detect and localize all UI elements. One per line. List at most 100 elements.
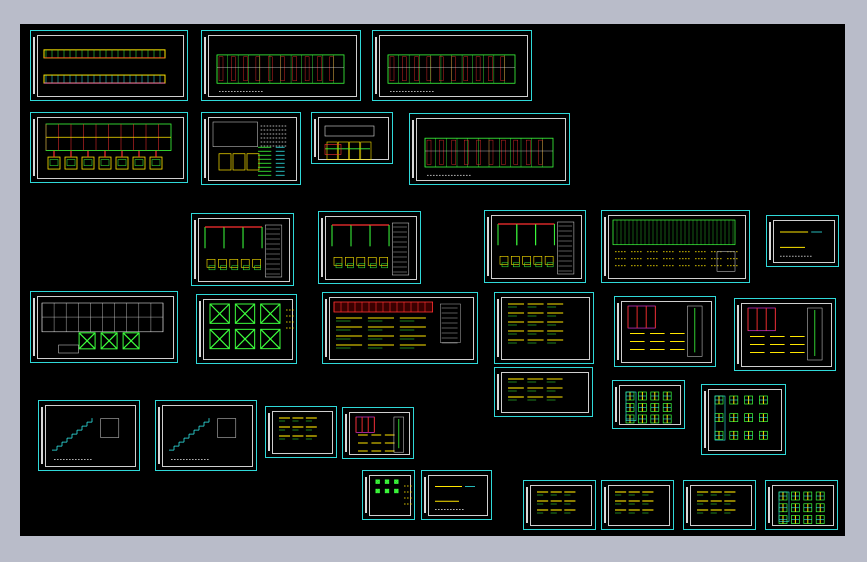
title-block-strip bbox=[204, 37, 206, 94]
title-block-strip bbox=[345, 414, 347, 452]
sheet-frame-border bbox=[37, 117, 184, 179]
title-block-strip bbox=[424, 477, 426, 513]
title-block-strip bbox=[526, 487, 528, 523]
sheet-frame-border bbox=[198, 218, 290, 282]
title-block-strip bbox=[375, 37, 377, 94]
sheet-roof-purlin[interactable] bbox=[601, 210, 750, 283]
sheet-frame-border bbox=[501, 372, 589, 413]
sheet-detail-small[interactable] bbox=[421, 470, 492, 520]
sheet-xbrace-small[interactable] bbox=[362, 470, 415, 520]
title-block-strip bbox=[158, 407, 160, 464]
title-block-strip bbox=[737, 305, 739, 364]
sheet-frame-border bbox=[708, 389, 782, 451]
drawing-sheet-icon bbox=[435, 486, 475, 510]
title-block-strip bbox=[325, 299, 327, 357]
sheet-frame-1[interactable] bbox=[191, 213, 294, 286]
sheet-frame-border bbox=[501, 297, 590, 360]
sheet-section-bottom-4[interactable] bbox=[765, 480, 838, 530]
sheet-elevations[interactable] bbox=[30, 30, 188, 101]
drawing-sheet-icon bbox=[497, 221, 575, 275]
title-block-strip bbox=[768, 487, 770, 523]
sheet-frame-border bbox=[608, 215, 746, 279]
sheet-plan-2[interactable] bbox=[372, 30, 532, 101]
sheet-frame-border bbox=[208, 35, 357, 97]
title-block-strip bbox=[487, 217, 489, 276]
sheet-frame-border bbox=[37, 35, 184, 97]
sheet-plan-1[interactable] bbox=[201, 30, 361, 101]
drawing-sheet-icon bbox=[355, 416, 404, 453]
title-block-strip bbox=[769, 222, 771, 260]
sheet-bracing-elev[interactable] bbox=[30, 291, 178, 363]
title-block-strip bbox=[604, 217, 606, 276]
title-block-strip bbox=[33, 37, 35, 94]
sheet-node-details-1[interactable] bbox=[612, 380, 685, 429]
sheet-frame-border bbox=[608, 485, 670, 526]
sheet-column-details-2[interactable] bbox=[734, 298, 836, 371]
title-block-strip bbox=[199, 301, 201, 357]
drawing-sheet-icon bbox=[697, 491, 736, 514]
drawing-sheet-icon bbox=[780, 231, 822, 257]
sheet-frame-border bbox=[162, 405, 253, 467]
title-block-strip bbox=[497, 299, 499, 357]
drawing-sheet-icon bbox=[714, 395, 768, 441]
drawing-sheet-icon bbox=[43, 49, 166, 84]
sheet-sections[interactable] bbox=[311, 112, 393, 164]
sheet-foundation[interactable] bbox=[30, 112, 188, 183]
sheet-roof-plan[interactable] bbox=[409, 113, 570, 185]
sheet-node-details-2[interactable] bbox=[701, 384, 786, 455]
cad-model-space[interactable] bbox=[20, 24, 845, 536]
sheet-beams-yellow-2[interactable] bbox=[494, 367, 593, 417]
sheet-frame-border bbox=[619, 385, 681, 425]
sheet-frame-border bbox=[329, 297, 474, 360]
title-block-strip bbox=[617, 303, 619, 360]
sheet-frame-border bbox=[741, 303, 832, 367]
sheet-frame-border bbox=[349, 412, 410, 455]
title-block-strip bbox=[204, 119, 206, 178]
sheet-frame-border bbox=[325, 216, 417, 280]
sheet-section-bottom-1[interactable] bbox=[523, 480, 596, 530]
sheet-stair-2[interactable] bbox=[155, 400, 257, 471]
title-block-strip bbox=[365, 477, 367, 513]
drawing-sheet-icon bbox=[508, 303, 564, 344]
drawing-sheet-icon bbox=[612, 219, 738, 272]
drawing-sheet-icon bbox=[41, 302, 164, 354]
sheet-frame-border bbox=[428, 475, 488, 516]
sheet-frame-border bbox=[272, 411, 333, 454]
drawing-sheet-icon bbox=[375, 479, 412, 505]
drawing-sheet-icon bbox=[279, 417, 317, 440]
sheet-frame-border bbox=[491, 215, 582, 279]
sheet-frame-2[interactable] bbox=[318, 211, 421, 284]
title-block-strip bbox=[33, 119, 35, 176]
sheet-beam-details-4[interactable] bbox=[342, 407, 414, 459]
drawing-sheet-icon bbox=[537, 491, 576, 514]
drawing-sheet-icon bbox=[778, 491, 825, 524]
sheet-stair-1[interactable] bbox=[38, 400, 140, 471]
drawing-sheet-icon bbox=[169, 418, 237, 460]
sheet-bracing-details[interactable] bbox=[196, 294, 297, 364]
sheet-beam-red[interactable] bbox=[322, 292, 478, 364]
drawing-sheet-icon bbox=[212, 121, 287, 176]
sheet-frame-border bbox=[772, 485, 834, 526]
sheet-notes[interactable] bbox=[201, 112, 301, 185]
title-block-strip bbox=[497, 374, 499, 410]
sheet-frame-border bbox=[45, 405, 136, 467]
title-block-strip bbox=[194, 220, 196, 279]
drawing-sheet-icon bbox=[52, 418, 120, 460]
drawing-sheet-icon bbox=[615, 491, 654, 514]
sheet-section-bottom-3[interactable] bbox=[683, 480, 756, 530]
drawing-sheet-icon bbox=[331, 222, 410, 276]
sheet-beams-yellow-1[interactable] bbox=[494, 292, 594, 364]
sheet-frame-border bbox=[416, 118, 566, 181]
sheet-frame-3[interactable] bbox=[484, 210, 586, 283]
title-block-strip bbox=[41, 407, 43, 464]
title-block-strip bbox=[704, 391, 706, 448]
sheet-section-bottom-2[interactable] bbox=[601, 480, 674, 530]
drawing-sheet-icon bbox=[424, 137, 554, 176]
drawing-sheet-icon bbox=[508, 378, 563, 401]
sheet-small-detail-1[interactable] bbox=[766, 215, 839, 267]
sheet-frame-border bbox=[773, 220, 835, 263]
drawing-sheet-icon bbox=[333, 301, 461, 349]
title-block-strip bbox=[314, 119, 316, 157]
sheet-beam-details-3[interactable] bbox=[265, 406, 337, 458]
sheet-column-details[interactable] bbox=[614, 296, 716, 367]
